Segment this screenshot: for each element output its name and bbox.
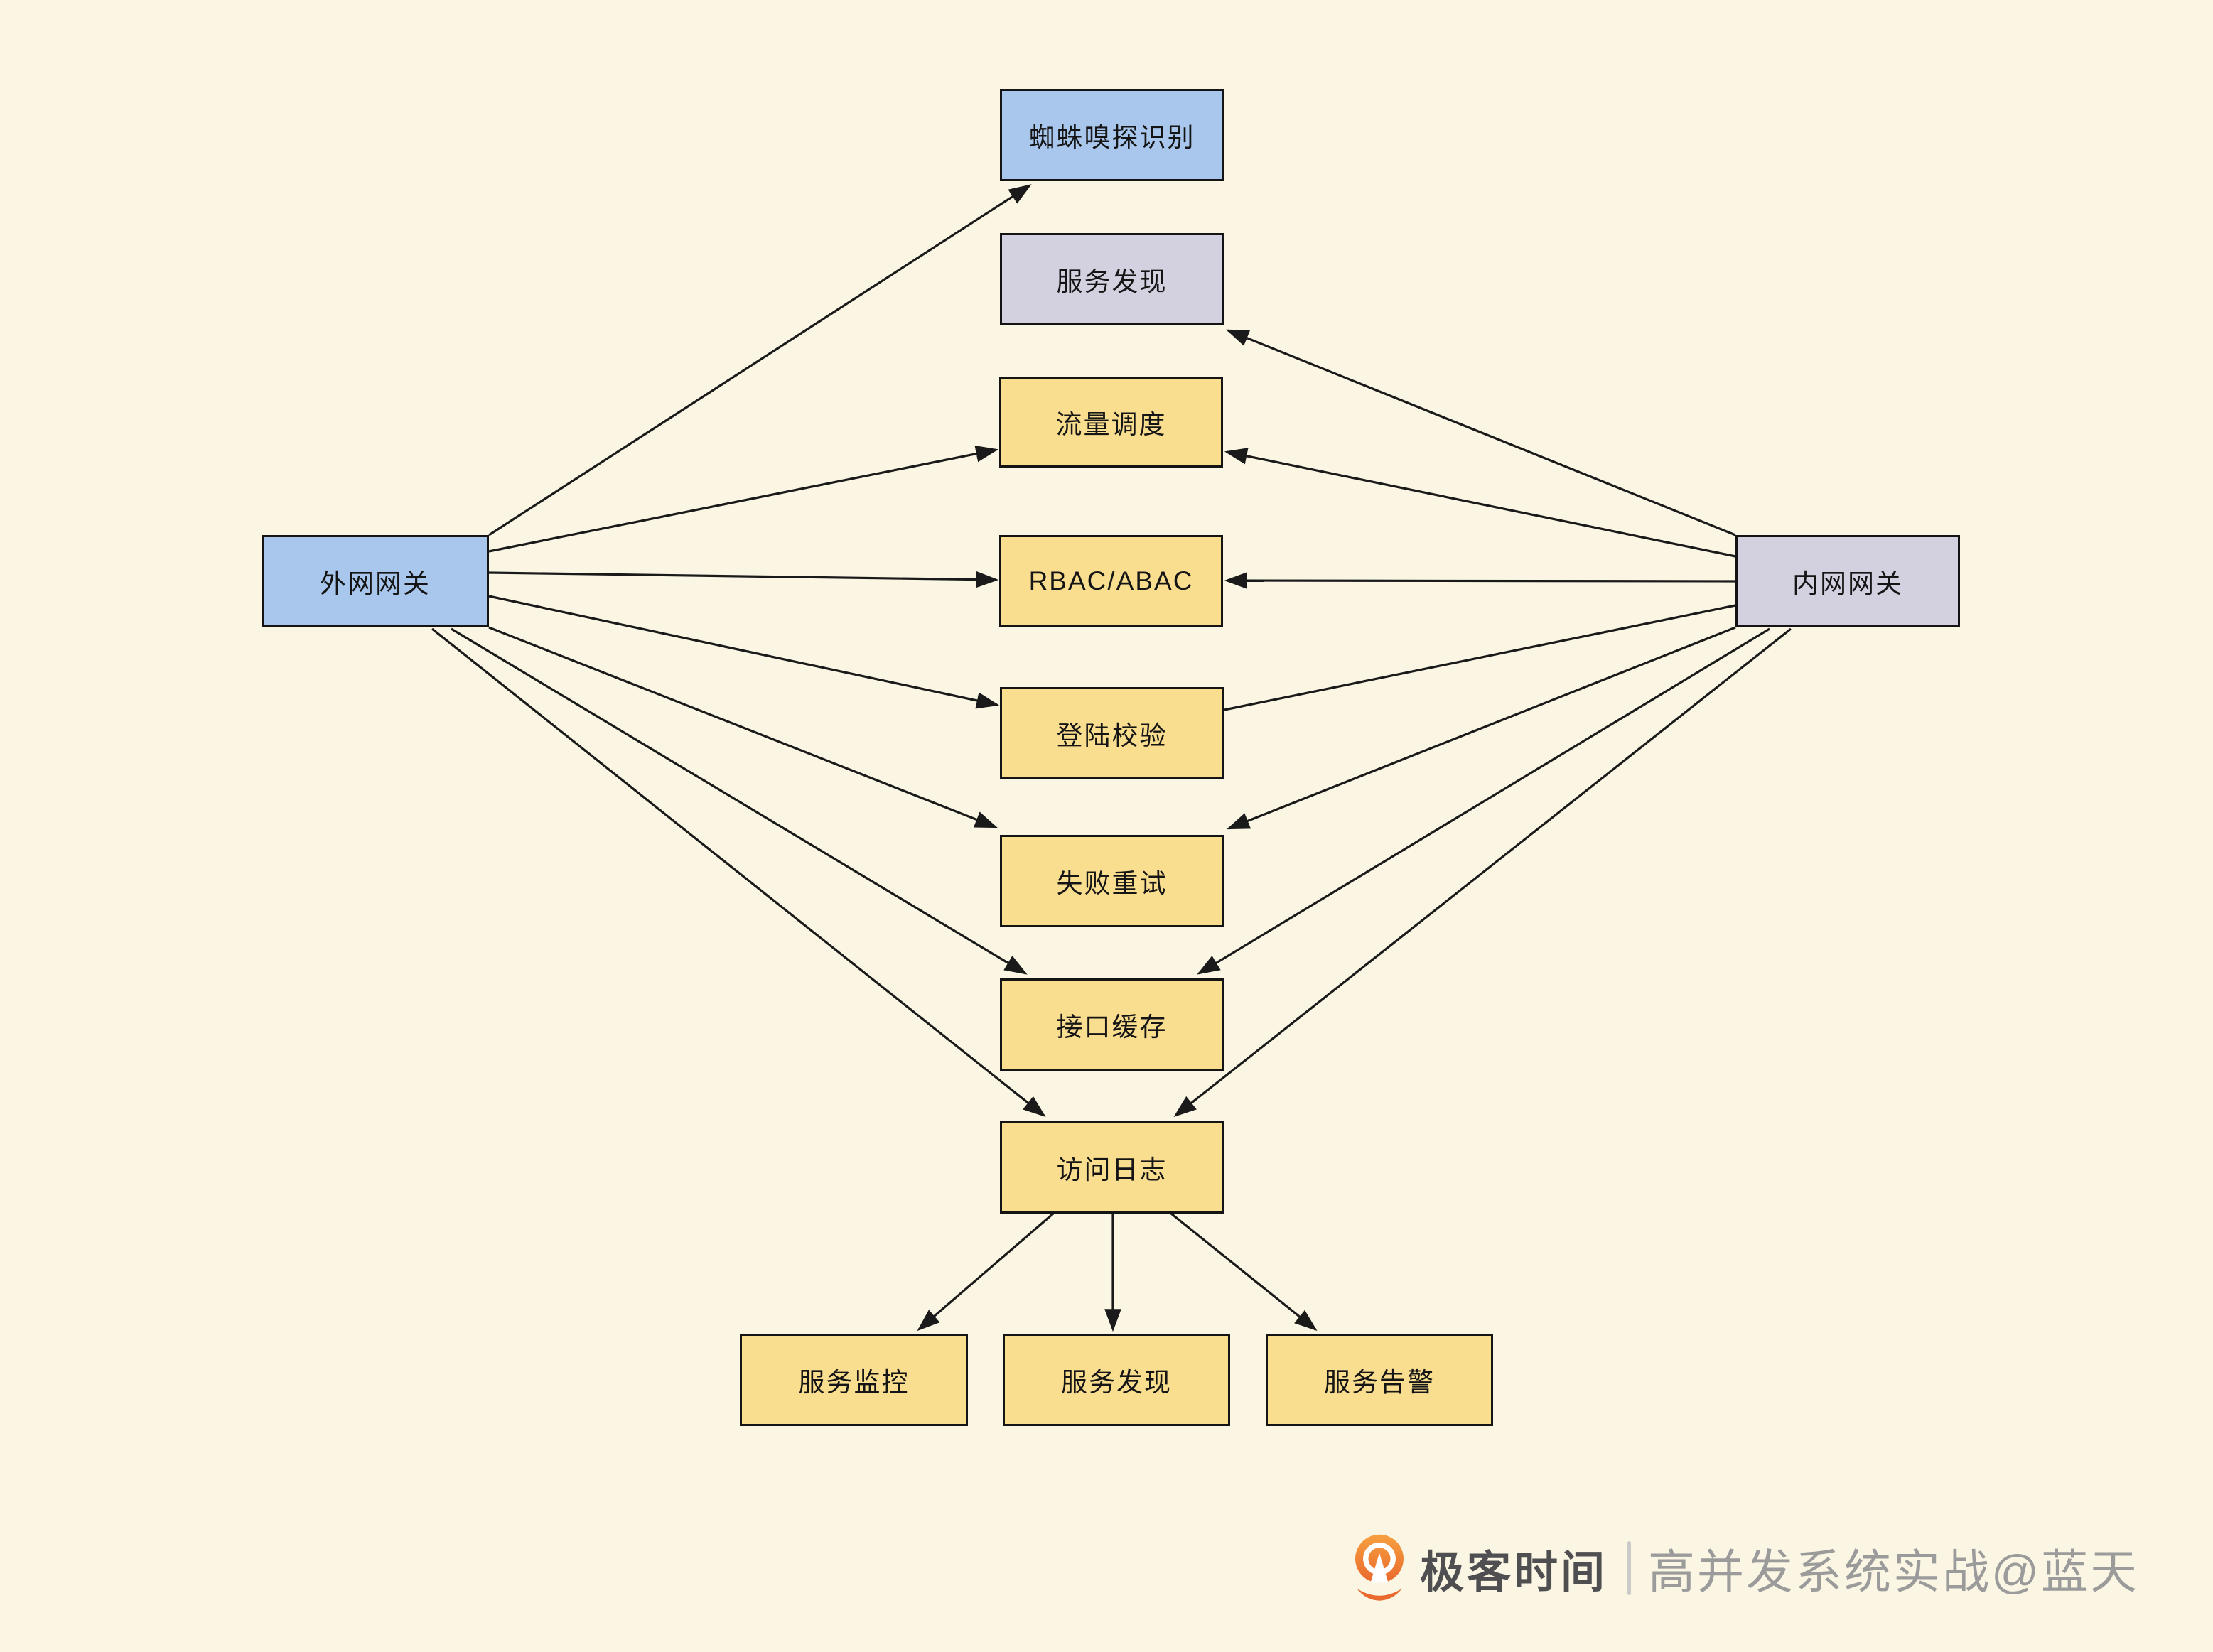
edge-internal-gateway-to-service-discovery-top [1226,329,1736,536]
edge-internal-gateway-to-login-check [1224,604,1736,711]
geektime-logo-icon [1355,1534,1404,1601]
edge-external-gateway-to-retry-on-fail [488,626,998,828]
node-external-gateway: 外网网关 [262,535,489,627]
course-title: 高并发系统实战@蓝天 [1648,1545,2140,1598]
node-traffic-scheduling: 流量调度 [999,377,1223,468]
node-label: RBAC/ABAC [1028,566,1194,595]
node-label: 流量调度 [1055,410,1167,439]
footer-branding: 极客时间 高并发系统实战@蓝天 [1353,1531,2139,1605]
node-label: 服务告警 [1324,1368,1435,1397]
node-spider-sniff: 蜘蛛嗅探识别 [1000,89,1224,181]
node-access-log: 访问日志 [1000,1121,1224,1214]
edge-external-gateway-to-traffic-scheduling [488,446,999,553]
node-api-cache: 接口缓存 [1000,978,1224,1071]
edge-internal-gateway-to-traffic-scheduling [1224,448,1736,558]
edge-external-gateway-to-login-check [488,595,1000,709]
node-label: 访问日志 [1056,1155,1168,1184]
node-label: 服务监控 [798,1368,910,1397]
node-label: 蜘蛛嗅探识别 [1028,123,1195,152]
brand-name: 极客时间 [1420,1548,1608,1597]
edge-internal-gateway-to-retry-on-fail [1227,626,1736,830]
node-label: 服务发现 [1056,267,1168,296]
node-internal-gateway: 内网网关 [1735,535,1960,627]
edge-internal-gateway-to-api-cache [1197,627,1770,975]
edge-external-gateway-to-api-cache [451,627,1028,975]
node-label: 失败重试 [1056,869,1168,898]
node-service-monitor: 服务监控 [740,1334,968,1426]
edge-external-gateway-to-spider-sniff [488,184,1032,536]
edge-access-log-to-service-monitor [917,1212,1055,1332]
node-retry-on-fail: 失败重试 [1000,835,1224,927]
node-label: 服务发现 [1061,1368,1172,1397]
node-service-discovery-top: 服务发现 [1000,233,1224,325]
node-service-alert: 服务告警 [1266,1334,1493,1426]
node-service-discovery-bottom: 服务发现 [1003,1334,1230,1426]
node-login-check: 登陆校验 [1000,687,1224,779]
edge-external-gateway-to-access-log [431,627,1046,1117]
node-label: 内网网关 [1792,569,1903,598]
node-label: 外网网关 [320,569,431,598]
separator-bar [1627,1541,1632,1595]
edge-external-gateway-to-rbac-abac [488,571,999,588]
edge-access-log-to-service-alert [1170,1212,1318,1332]
node-rbac-abac: RBAC/ABAC [999,535,1223,627]
node-label: 登陆校验 [1056,721,1168,750]
node-label: 接口缓存 [1056,1013,1168,1042]
edge-internal-gateway-to-access-log [1173,627,1792,1117]
